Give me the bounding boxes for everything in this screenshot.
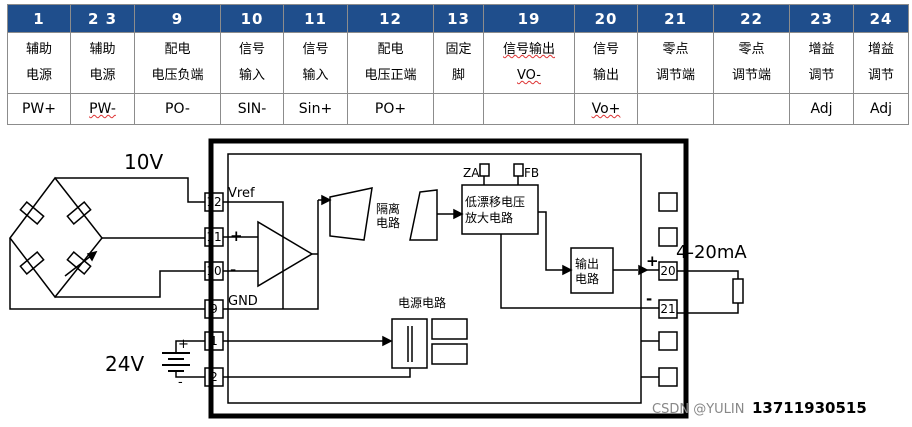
amplifier-block — [461, 184, 539, 235]
pin-symbol-cell: PW+ — [7, 93, 71, 125]
watermark: CSDN @YULIN — [652, 402, 744, 417]
pin-box-right-2 — [658, 227, 678, 247]
left-pin-number: 12 — [206, 195, 221, 209]
pin-name-cell: 辅助电源 — [7, 32, 71, 94]
zadj-terminal — [479, 163, 490, 177]
pin-symbol-cell: Vo+ — [574, 93, 638, 125]
power-transformer — [391, 318, 428, 369]
gnd-label: GND — [228, 294, 258, 309]
right-pin-number: 20 — [660, 264, 675, 278]
pin-symbol-cell: Adj — [789, 93, 854, 125]
out-plus: + — [646, 252, 659, 270]
pin-number-cell: 24 — [853, 4, 909, 33]
wire-gnd-left — [9, 238, 205, 310]
op-amp — [257, 220, 314, 288]
right-pin-number: 21 — [660, 302, 675, 316]
pin-name-cell: 信号输出 — [574, 32, 638, 94]
pin-number-cell: 1 — [7, 4, 71, 33]
output-label: 4-20mA — [676, 242, 747, 263]
wire-output — [677, 270, 739, 279]
wire-excitation — [55, 177, 205, 203]
left-pin-number: 2 — [210, 370, 218, 384]
isolation-label: 隔离电路 — [376, 201, 400, 230]
gain-terminal — [513, 163, 524, 177]
pin-number-cell: 23 — [789, 4, 854, 33]
pin-number-cell: 22 — [713, 4, 790, 33]
isolation-block-left — [329, 187, 373, 241]
bridge-resistor-1 — [19, 201, 45, 225]
pin-number-cell: 10 — [220, 4, 284, 33]
opamp-minus: - — [230, 261, 236, 279]
pin-name-cell: 零点调节端 — [713, 32, 790, 94]
pin-number-cell: 13 — [433, 4, 484, 33]
left-pin-number: 9 — [210, 302, 218, 316]
bridge-resistor-2 — [66, 201, 92, 225]
zadj-label: ZA — [463, 166, 480, 180]
pin-number-cell: 20 — [574, 4, 638, 33]
bridge-resistor-3 — [19, 251, 45, 275]
pin-number-cell: 12 — [347, 4, 434, 33]
supply-plus: + — [178, 337, 189, 352]
supply-label: 24V — [105, 352, 144, 376]
pin-box-right-1 — [658, 192, 678, 212]
left-pin-number: 10 — [206, 264, 221, 278]
vref-label: Vref — [228, 186, 255, 201]
pin-box-21 — [658, 299, 678, 319]
opamp-plus: + — [230, 227, 243, 245]
pin-number-cell: 11 — [283, 4, 348, 33]
module-inner-frame — [227, 153, 642, 404]
power-circuit-label: 电源电路 — [398, 295, 446, 310]
pin-name-cell: 信号输入 — [283, 32, 348, 94]
pin-symbol-cell: PO+ — [347, 93, 434, 125]
excitation-label: 10V — [124, 150, 163, 174]
pin-number-cell: 21 — [637, 4, 714, 33]
pin-symbol-cell: Adj — [853, 93, 909, 125]
pin-name-cell: 增益调节 — [853, 32, 909, 94]
pin-box-right-6 — [658, 367, 678, 387]
left-pin-number: 1 — [210, 334, 218, 348]
phone-number: 13711930515 — [752, 399, 867, 417]
pin-name-cell: 零点调节端 — [637, 32, 714, 94]
supply-minus: - — [178, 375, 183, 390]
pin-symbol-cell: PO- — [134, 93, 221, 125]
gain-label: FB — [524, 166, 539, 180]
pin-number-cell: 9 — [134, 4, 221, 33]
sensor-bridge — [9, 176, 103, 299]
pin-symbol-cell: Sin+ — [283, 93, 348, 125]
pin-box-right-5 — [658, 331, 678, 351]
output-circuit-label: 输出电路 — [575, 256, 599, 286]
left-pin-number: 11 — [206, 230, 221, 244]
load-resistor — [732, 278, 744, 304]
pin-symbol-cell — [713, 93, 790, 125]
pin-symbol-cell — [483, 93, 575, 125]
module-outer-frame — [208, 138, 689, 419]
amplifier-label: 低漂移电压放大电路 — [465, 195, 525, 225]
wire-signal-minus — [55, 270, 205, 298]
pin-name-cell: 配电电压负端 — [134, 32, 221, 94]
pin-name-cell: 固定脚 — [433, 32, 484, 94]
out-minus: - — [646, 290, 652, 308]
isolation-block-right — [409, 189, 438, 241]
